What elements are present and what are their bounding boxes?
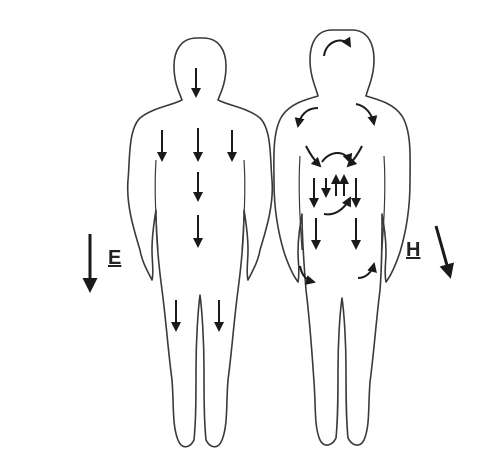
right-arrow-belly-arc [322, 153, 350, 162]
right-arrow-shoulder-left [298, 108, 318, 126]
right-arrow-hip-left [300, 266, 314, 282]
left-figure-inner-arm-left [155, 160, 158, 250]
right-figure [274, 30, 410, 445]
h-direction-arrow [436, 226, 450, 276]
label-e: E [108, 247, 121, 269]
right-arrow-lower-arc [324, 198, 350, 214]
right-arrow-chest-right [348, 146, 362, 166]
right-arrow-shoulder-right [356, 104, 374, 124]
label-h: H [406, 239, 420, 261]
right-arrow-chest-left [306, 146, 320, 166]
left-figure-inner-arm-right [242, 160, 245, 250]
right-arrow-hip-right [358, 264, 374, 278]
right-figure-outline [274, 30, 410, 445]
left-figure [128, 38, 273, 447]
right-arrow-head-swirl [324, 41, 350, 56]
left-figure-outline [128, 38, 273, 447]
